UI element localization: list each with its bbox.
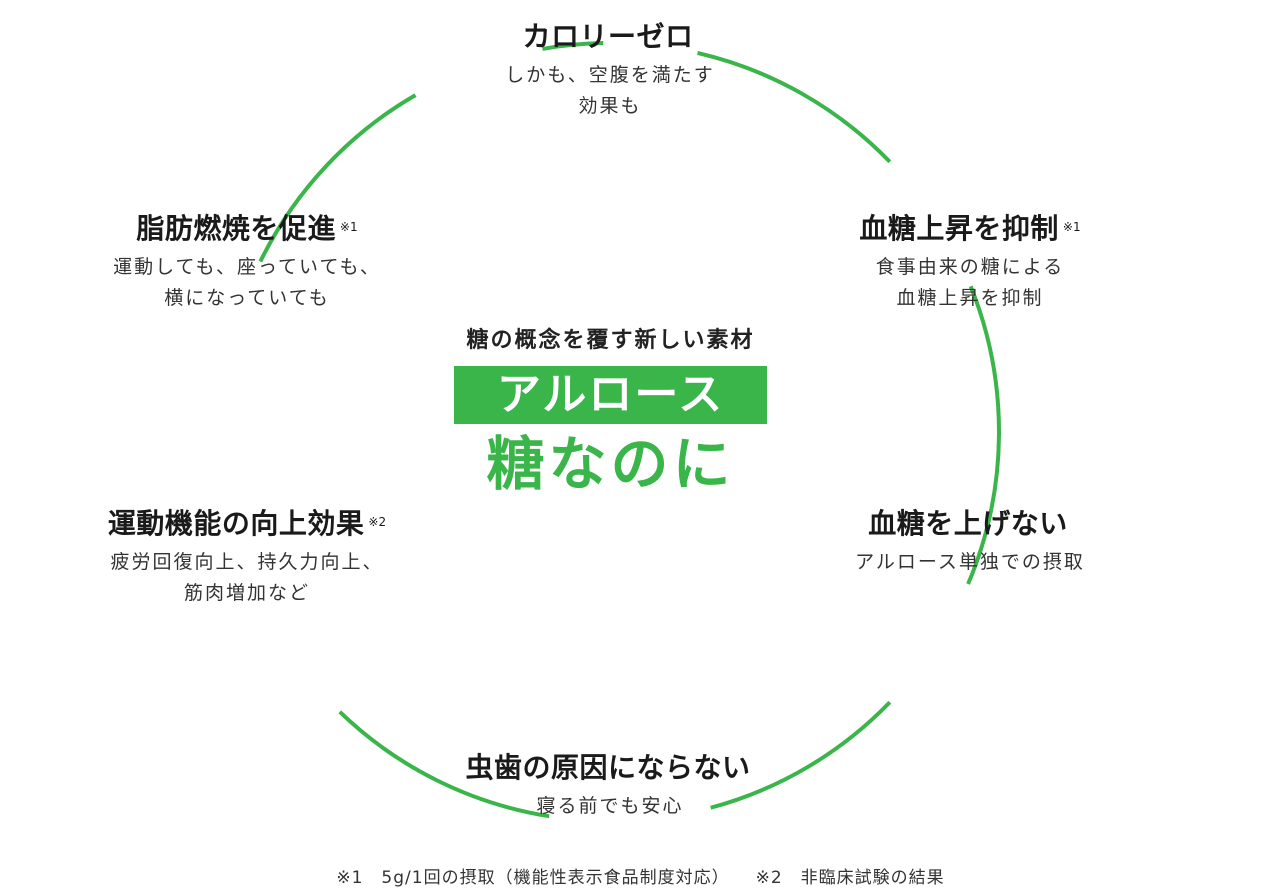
benefit-fat-burning: 脂肪燃焼を促進※1 運動しても、座っていても、 横になっていても [113, 212, 381, 314]
benefit-description: 運動しても、座っていても、 横になっていても [113, 256, 381, 309]
benefit-exercise-performance: 運動機能の向上効果※2 疲労回復向上、持久力向上、 筋肉増加など [108, 507, 386, 609]
ring-arc-4 [966, 285, 1001, 585]
center-subtitle: 糖の概念を覆す新しい素材 [466, 328, 755, 353]
benefit-title: 虫歯の原因にならない [465, 751, 751, 784]
ring-arc-6 [338, 710, 550, 819]
ring-arc-2 [542, 41, 604, 51]
benefit-description: 寝る前でも安心 [536, 795, 684, 817]
benefit-no-tooth-decay: 虫歯の原因にならない 寝る前でも安心 [465, 751, 754, 822]
footnotes: ※1 5g/1回の摂取（機能性表示食品制度対応） ※2 非臨床試験の結果 [0, 866, 1281, 890]
benefit-blood-sugar-suppression: 血糖上昇を抑制※1 食事由来の糖による 血糖上昇を抑制 [859, 212, 1080, 314]
center-block: 糖の概念を覆す新しい素材 アルロース 糖なのに [454, 324, 767, 500]
benefit-title: 血糖を上げない [868, 507, 1068, 540]
footnote-1: ※1 5g/1回の摂取（機能性表示食品制度対応） [336, 868, 730, 888]
ring-arc-1 [258, 93, 417, 263]
benefit-title: 脂肪燃焼を促進※1 [136, 212, 358, 245]
benefit-title: カロリーゼロ [522, 20, 694, 53]
benefit-description: 疲労回復向上、持久力向上、 筋肉増加など [110, 551, 384, 604]
benefit-no-blood-sugar-rise: 血糖を上げない アルロース単独での摂取 [855, 507, 1085, 578]
product-name-banner: アルロース [454, 366, 767, 424]
benefit-title: 血糖上昇を抑制※1 [859, 212, 1081, 245]
benefit-description: しかも、空腹を満たす 効果も [505, 64, 715, 117]
benefit-calorie-zero: カロリーゼロ しかも、空腹を満たす 効果も [505, 20, 714, 122]
benefit-description: 食事由来の糖による 血糖上昇を抑制 [875, 256, 1065, 309]
benefit-title: 運動機能の向上効果※2 [107, 507, 387, 540]
ring-arc-5 [710, 700, 892, 810]
benefit-description: アルロース単独での摂取 [855, 551, 1085, 573]
ring-arc-3 [697, 51, 892, 164]
center-headline: 糖なのに [486, 430, 735, 498]
footnote-2: ※2 非臨床試験の結果 [755, 868, 945, 888]
